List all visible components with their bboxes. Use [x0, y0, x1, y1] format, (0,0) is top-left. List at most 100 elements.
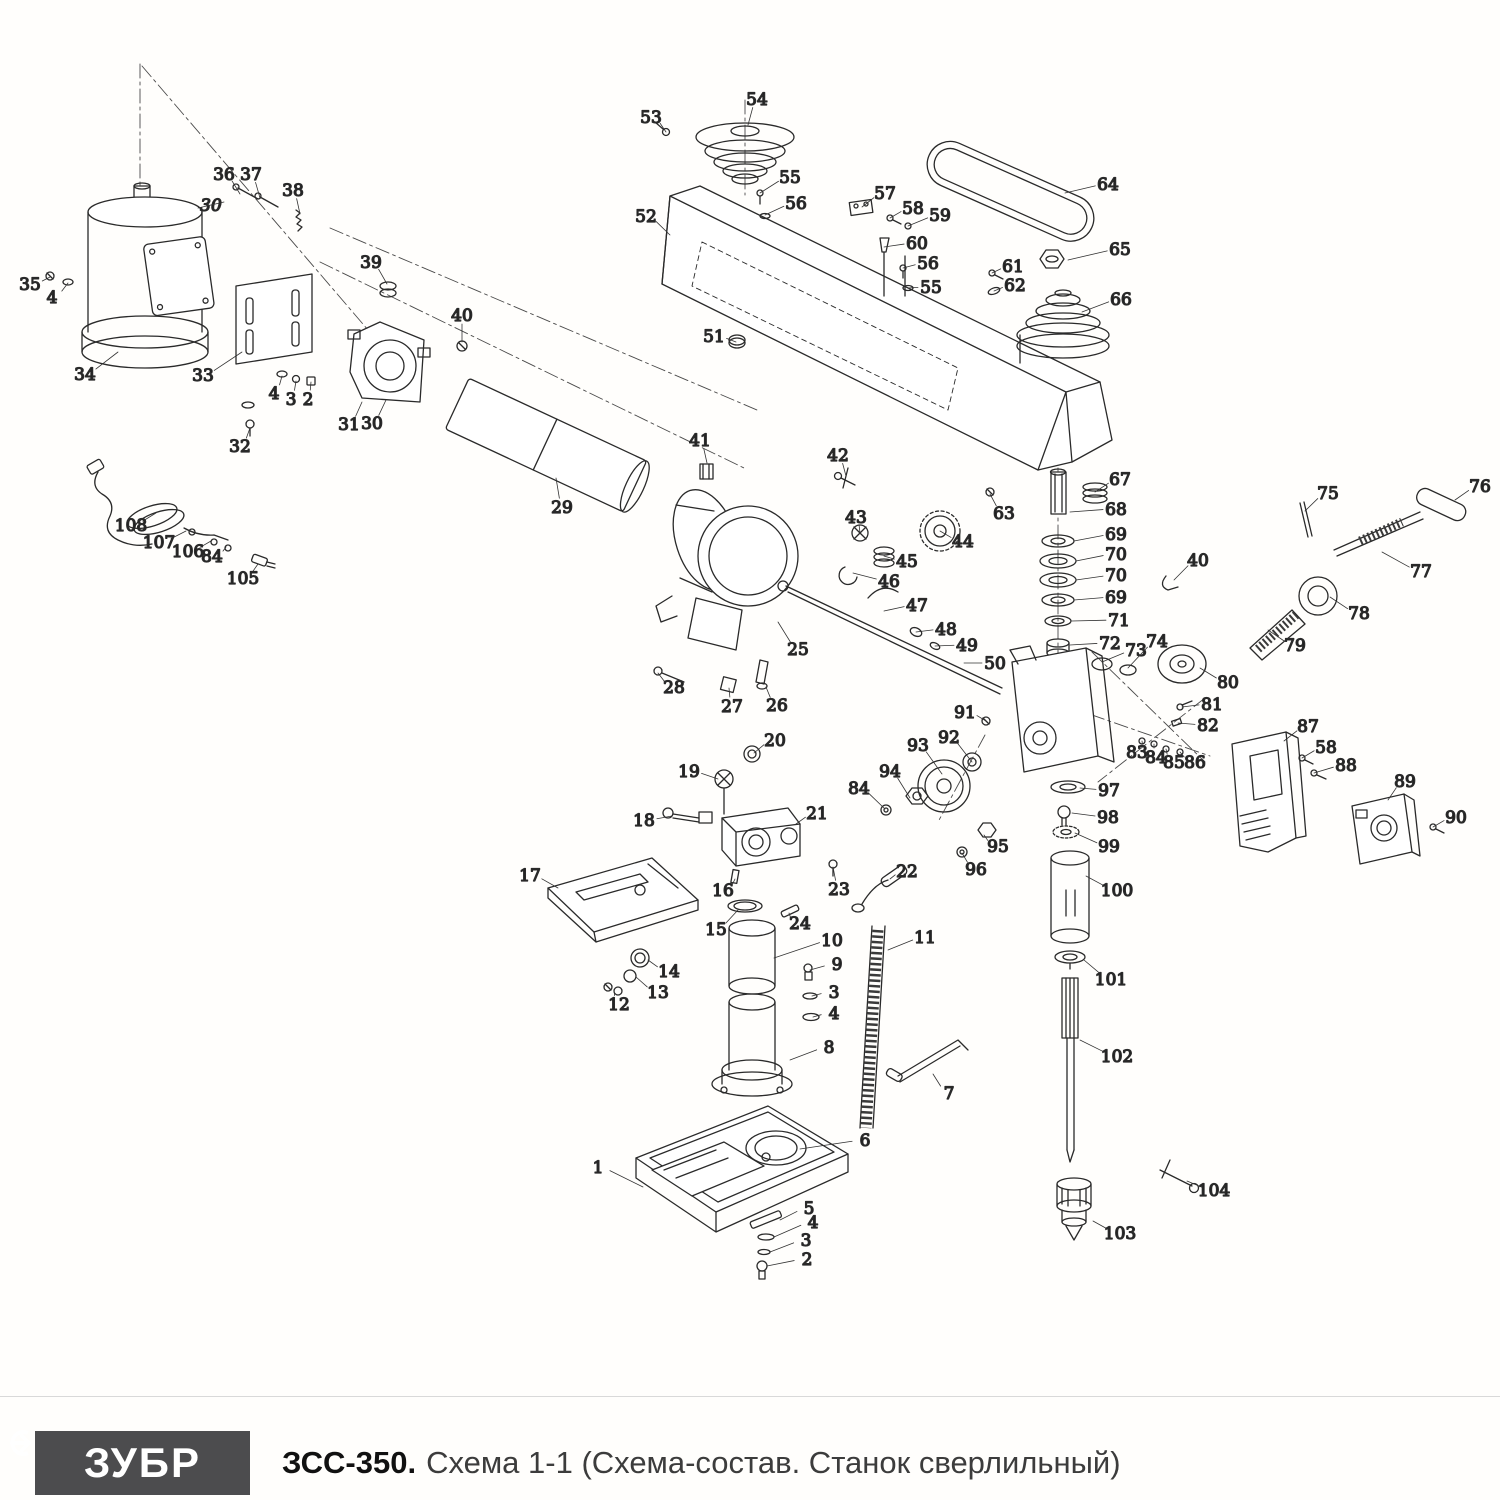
part-label: 82: [1197, 716, 1219, 736]
leader-line: [1073, 597, 1104, 601]
part-label: 58: [902, 199, 924, 219]
part-label: 92: [938, 728, 960, 748]
belt-64: [926, 140, 1095, 242]
leader-line: [773, 1224, 802, 1238]
leader-line: [1101, 652, 1125, 663]
part-label: 4: [808, 1213, 819, 1233]
leader-line: [832, 866, 836, 881]
leader-line: [1064, 185, 1096, 194]
part-label: 13: [647, 983, 669, 1003]
leader-line: [647, 959, 658, 968]
leader-line: [1075, 575, 1104, 581]
pulley-66: [985, 249, 1110, 497]
leader-line: [728, 687, 731, 698]
part-label: 24: [789, 914, 811, 934]
part-label: 14: [658, 962, 680, 982]
part-label: 102: [1101, 1047, 1133, 1067]
part-label: 28: [663, 678, 685, 698]
part-label: 105: [227, 569, 259, 589]
leader-line: [811, 993, 822, 997]
leader-line: [1313, 766, 1334, 774]
leader-line: [231, 180, 241, 195]
part-label: 43: [845, 508, 867, 528]
part-label: 108: [115, 516, 147, 536]
leader-line: [868, 793, 886, 810]
leader-line: [309, 381, 312, 391]
part-label: 11: [914, 928, 936, 948]
part-label: 58: [1315, 738, 1337, 758]
leader-line: [732, 878, 736, 885]
part-label: 70: [1105, 566, 1127, 586]
head-casting-25: [653, 463, 1003, 695]
part-label: 2: [303, 390, 314, 410]
part-label: 73: [1125, 641, 1147, 661]
leader-line: [799, 1140, 853, 1150]
caption-text: Схема 1-1 (Схема-состав. Станок сверлиль…: [426, 1444, 1121, 1480]
part-label: 33: [192, 366, 214, 386]
leader-line: [378, 399, 387, 416]
leader-line: [213, 351, 243, 371]
part-label: 60: [906, 234, 928, 254]
leader-line: [1081, 301, 1110, 313]
part-label: 54: [746, 90, 768, 110]
part-label: 59: [929, 206, 951, 226]
part-label: 32: [229, 437, 251, 457]
quill-housing: [981, 645, 1193, 773]
part-label: 65: [1109, 240, 1131, 260]
pivot-bracket-30: [347, 281, 468, 403]
leader-line: [1069, 509, 1104, 513]
part-label: 91: [954, 703, 976, 723]
part-label: 99: [1098, 837, 1120, 857]
part-label: 3: [829, 983, 840, 1003]
part-label: 93: [907, 736, 929, 756]
leader-line: [907, 286, 919, 289]
leader-line: [1071, 619, 1107, 622]
leader-line: [41, 276, 51, 282]
leader-line: [858, 525, 861, 534]
part-label: 78: [1348, 604, 1370, 624]
leader-line: [1454, 489, 1470, 501]
part-label: 29: [551, 498, 573, 518]
part-label: 69: [1105, 525, 1127, 545]
leader-line: [142, 512, 157, 522]
leader-line: [613, 989, 616, 996]
part-label: 56: [785, 194, 807, 214]
leader-line: [983, 834, 989, 841]
part-label: 9: [832, 955, 843, 975]
leader-line: [1075, 555, 1104, 562]
part-label: 22: [896, 862, 918, 882]
diagram-caption: ЗСС-350.Схема 1-1 (Схема-состав. Станок …: [282, 1445, 1121, 1481]
part-label: 42: [827, 446, 849, 466]
part-label: 53: [640, 108, 662, 128]
motor-plate-33: [45, 183, 316, 437]
part-label: 34: [74, 365, 96, 385]
part-label: 50: [984, 654, 1006, 674]
part-label: 106: [172, 542, 204, 562]
part-label: 63: [993, 504, 1015, 524]
part-label: 62: [1004, 276, 1026, 296]
part-label: 44: [952, 532, 974, 552]
part-label: 20: [764, 731, 786, 751]
support-column: [711, 919, 969, 1129]
leader-line: [934, 644, 955, 647]
part-label: 76: [1469, 477, 1491, 497]
spindle-stack: [1039, 468, 1137, 676]
part-label: 25: [787, 640, 809, 660]
part-label: 16: [712, 881, 734, 901]
leader-line: [993, 287, 1003, 292]
leader-line: [657, 672, 665, 682]
switch-assembly: [1231, 731, 1445, 865]
leader-line: [976, 715, 987, 722]
leader-line: [1381, 551, 1410, 568]
part-label: 74: [1146, 632, 1168, 652]
pulley-54: [654, 121, 795, 220]
part-label: 85: [1163, 753, 1185, 773]
leader-line: [915, 629, 934, 633]
leader-line: [961, 852, 968, 863]
leader-line: [883, 606, 905, 612]
part-label: 100: [1101, 881, 1133, 901]
part-label: 68: [1105, 500, 1127, 520]
leader-line: [889, 874, 896, 880]
part-label: 39: [360, 253, 382, 273]
